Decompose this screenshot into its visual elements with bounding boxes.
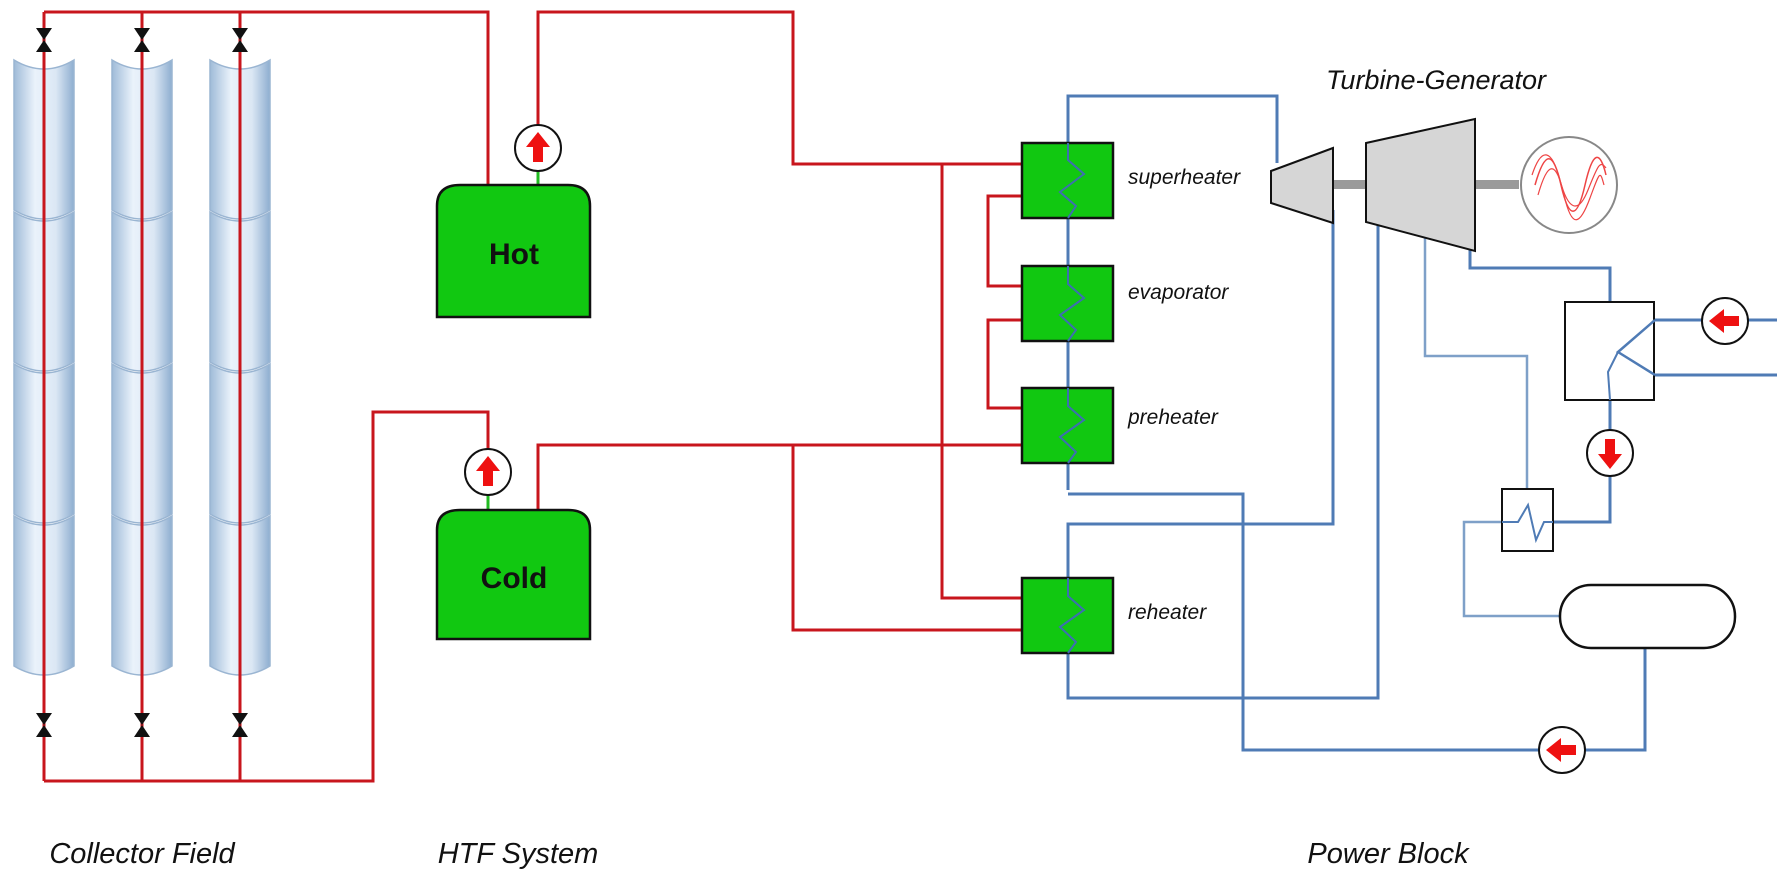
- pump-arrow-up-icon: [476, 456, 500, 486]
- condensate-pump[interactable]: [1586, 429, 1634, 477]
- hot-tank[interactable]: Hot: [435, 183, 592, 319]
- evaporator-label: evaporator: [1128, 281, 1229, 304]
- valve-icon[interactable]: [134, 28, 150, 52]
- collector-valves: [36, 28, 248, 737]
- valve-icon[interactable]: [232, 28, 248, 52]
- cold-tank-label: Cold: [481, 562, 548, 595]
- hot-tank-label: Hot: [489, 238, 539, 271]
- pump-arrow-down-icon: [1598, 439, 1622, 469]
- steam-piping: [1066, 94, 1777, 752]
- evaporator-hx[interactable]: [1020, 264, 1115, 343]
- turbine-generator[interactable]: [1270, 117, 1618, 253]
- valve-icon[interactable]: [36, 28, 52, 52]
- power-block-label: Power Block: [1307, 838, 1470, 870]
- feedwater-pump[interactable]: [1538, 726, 1586, 774]
- valve-icon[interactable]: [36, 713, 52, 737]
- condenser[interactable]: [1564, 301, 1656, 401]
- cold-tank[interactable]: Cold: [435, 508, 592, 641]
- preheater-hx[interactable]: [1020, 386, 1115, 465]
- hp-turbine: [1270, 146, 1334, 225]
- pump-arrow-left-icon: [1709, 309, 1739, 333]
- hot-tank-pump[interactable]: [514, 124, 562, 172]
- cold-tank-pump[interactable]: [464, 448, 512, 496]
- valve-icon[interactable]: [232, 713, 248, 737]
- reheater-label: reheater: [1128, 601, 1207, 624]
- pump-arrow-up-icon: [526, 132, 550, 162]
- cooling-water-pump[interactable]: [1701, 297, 1749, 345]
- reheater-hx[interactable]: [1020, 576, 1115, 655]
- valve-icon[interactable]: [134, 713, 150, 737]
- feedwater-heater[interactable]: [1501, 488, 1554, 552]
- collector-field-label: Collector Field: [49, 838, 235, 870]
- preheater-label: preheater: [1127, 406, 1219, 429]
- superheater-label: superheater: [1128, 166, 1241, 189]
- feedwater-tank[interactable]: [1558, 583, 1737, 650]
- generator-icon: [1520, 136, 1618, 234]
- turbine-generator-title: Turbine-Generator: [1326, 65, 1547, 95]
- lp-turbine: [1365, 117, 1476, 253]
- superheater-hx[interactable]: [1020, 141, 1115, 220]
- pump-arrow-left-icon: [1546, 738, 1576, 762]
- htf-system-label: HTF System: [438, 838, 599, 870]
